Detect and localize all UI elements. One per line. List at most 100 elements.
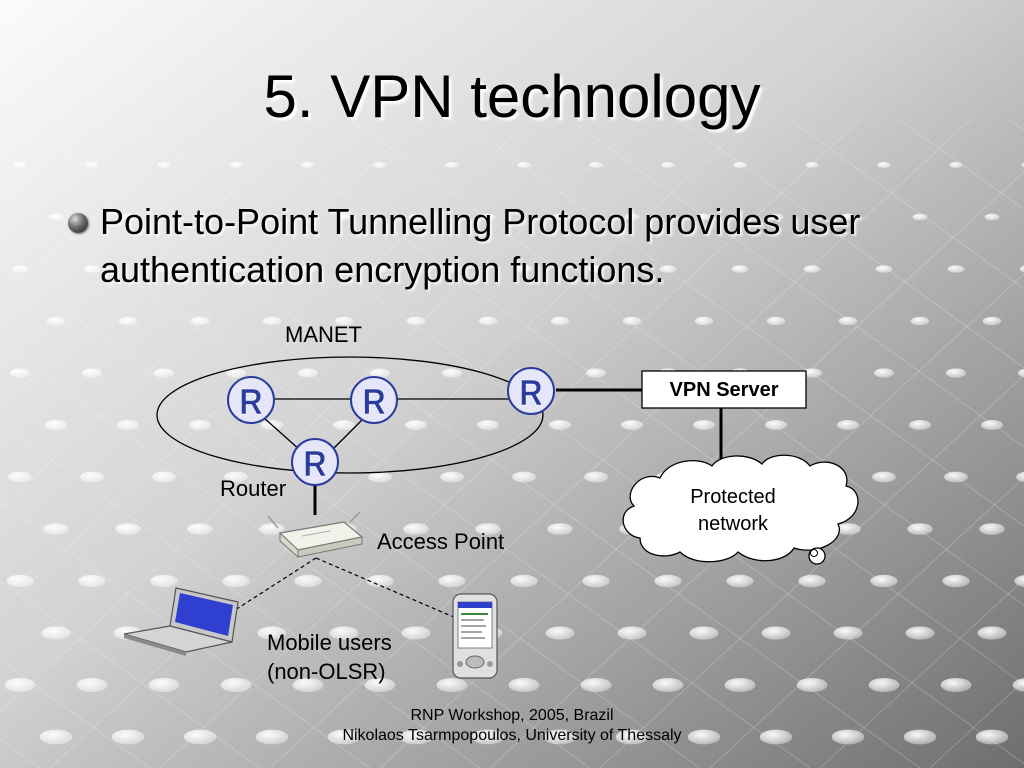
background-dot [831, 729, 865, 745]
background-dot [85, 162, 99, 168]
background-dot [947, 265, 965, 273]
background-dot [840, 213, 856, 221]
background-dot [294, 574, 322, 588]
background-dot [550, 316, 570, 326]
background-dot [301, 162, 315, 168]
background-dot [545, 626, 575, 640]
background-dot [76, 678, 108, 692]
background-dot [401, 626, 431, 640]
mobile-users-line2: (non-OLSR) [267, 659, 386, 684]
manet-label: MANET [285, 322, 362, 347]
background-dot [868, 678, 900, 692]
cloud-tail-bubble-small [810, 549, 818, 557]
background-dot [689, 626, 719, 640]
background-dot [224, 471, 248, 483]
background-dot [190, 316, 210, 326]
background-dot [944, 471, 968, 483]
background-dot [438, 574, 466, 588]
background-dot [982, 316, 1002, 326]
background-line [349, 119, 1024, 606]
background-line [599, 374, 1024, 768]
background-line [789, 119, 1024, 290]
background-dot [652, 678, 684, 692]
background-dot [1016, 471, 1024, 483]
router-glyph: R [303, 444, 327, 484]
background-dot [189, 420, 211, 430]
background-dot [615, 729, 649, 745]
background-dot [765, 420, 787, 430]
background-dot [440, 471, 464, 483]
background-dot [1012, 678, 1024, 692]
background-dot [475, 523, 501, 535]
background-dot [838, 316, 858, 326]
background-dot [292, 678, 324, 692]
background-line [0, 500, 371, 768]
background-dot [327, 729, 361, 745]
background-line [0, 184, 811, 768]
background-dot [183, 729, 217, 745]
protected-network-cloud [622, 454, 859, 563]
background-dot [659, 265, 677, 273]
background-dot [1017, 368, 1024, 378]
background-dot [870, 574, 898, 588]
background-dot [117, 420, 139, 430]
background-dot [46, 316, 66, 326]
background-dot [39, 729, 73, 745]
background-dot [875, 265, 893, 273]
background-dot [118, 316, 138, 326]
background-dot [45, 420, 67, 430]
background-dot [406, 316, 426, 326]
background-line [159, 119, 861, 768]
background-dot [192, 213, 208, 221]
background-dot [945, 368, 967, 378]
background-dot [582, 574, 610, 588]
background-dot [152, 471, 176, 483]
background-dot [264, 213, 280, 221]
background-dot [259, 523, 285, 535]
background-dot [584, 471, 608, 483]
background-dot [805, 162, 819, 168]
background-dot [580, 678, 612, 692]
background-dot [366, 574, 394, 588]
background-line [459, 119, 1024, 527]
background-dot [368, 471, 392, 483]
background-line [569, 119, 1024, 448]
background-dot [478, 316, 498, 326]
background-dot [297, 368, 319, 378]
background-dot [6, 574, 34, 588]
router-label: Router [220, 476, 287, 501]
background-dot [11, 265, 29, 273]
background-dot [225, 368, 247, 378]
background-dot [155, 265, 173, 273]
background-dot [13, 162, 27, 168]
background-dot [759, 729, 793, 745]
background-dot [803, 265, 821, 273]
background-dot [1021, 162, 1024, 168]
cloud-label: Protected network [648, 484, 818, 538]
background-line [0, 119, 311, 408]
background-dot [798, 574, 826, 588]
background-line [819, 578, 1024, 768]
background-dot [83, 265, 101, 273]
background-dot [547, 523, 573, 535]
background-dot [148, 678, 180, 692]
background-dot [408, 213, 424, 221]
background-dot [364, 678, 396, 692]
laptop-icon [123, 587, 239, 656]
background-dot [694, 316, 714, 326]
background-dot [115, 523, 141, 535]
background-dot [687, 729, 721, 745]
background-dot [1019, 265, 1024, 273]
background-dot [517, 162, 531, 168]
background-dot [257, 626, 287, 640]
background-dot [441, 368, 463, 378]
background-dot [833, 626, 863, 640]
background-dot [979, 523, 1005, 535]
background-dot [41, 626, 71, 640]
background-line [489, 272, 1024, 768]
background-dot [622, 316, 642, 326]
router-node-2: R [350, 376, 398, 424]
footer-line2: Nikolaos Tsarmpopoulos, University of Th… [342, 727, 682, 744]
background-dot [949, 162, 963, 168]
